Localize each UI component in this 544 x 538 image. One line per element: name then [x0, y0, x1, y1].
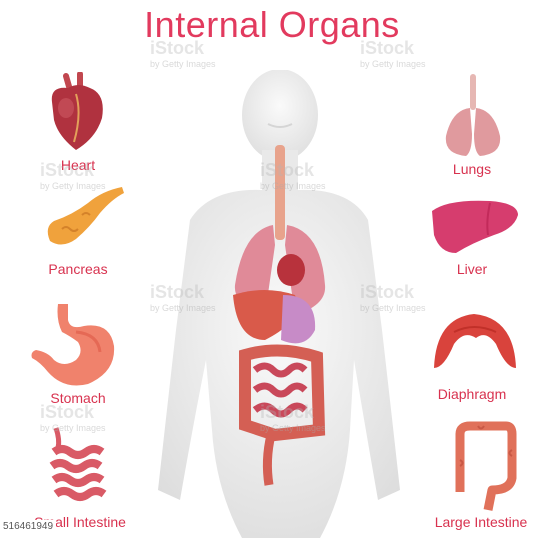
stomach-icon [31, 304, 115, 386]
label-pancreas: Pancreas [48, 261, 108, 277]
label-large-intestine: Large Intestine [434, 514, 528, 530]
lungs-icon [445, 74, 501, 156]
liver-icon [432, 200, 518, 253]
label-lungs: Lungs [452, 161, 492, 177]
stock-id: 516461949 [0, 520, 57, 533]
label-heart: Heart [60, 157, 96, 173]
diaphragm-icon [434, 314, 516, 368]
page-title: Internal Organs [144, 4, 400, 45]
label-diaphragm: Diaphragm [437, 386, 507, 402]
small-intestine-icon [49, 427, 107, 501]
label-stomach: Stomach [50, 390, 106, 406]
large-intestine-icon [455, 421, 517, 511]
label-liver: Liver [456, 261, 488, 277]
body-organs-illustration [233, 145, 326, 486]
label-small-intestine: Small Intestine [34, 514, 126, 530]
human-body-figure [158, 70, 400, 538]
pancreas-icon [47, 187, 124, 245]
heart-icon [51, 72, 103, 150]
